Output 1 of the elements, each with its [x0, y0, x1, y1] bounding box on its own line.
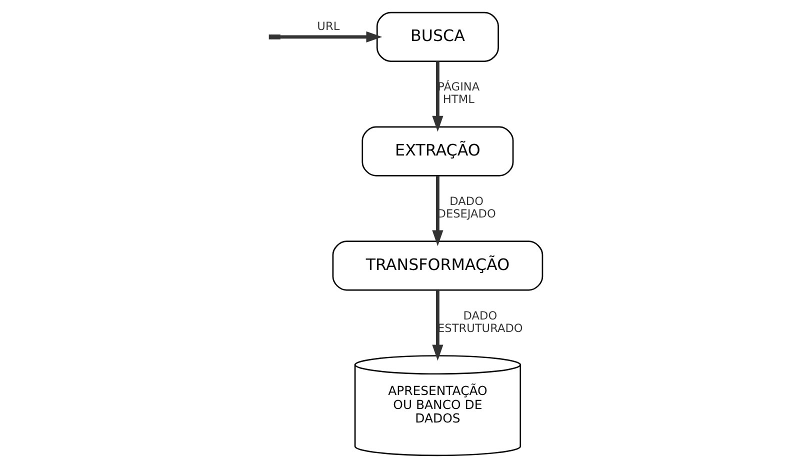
edge-label: URL	[317, 19, 340, 34]
